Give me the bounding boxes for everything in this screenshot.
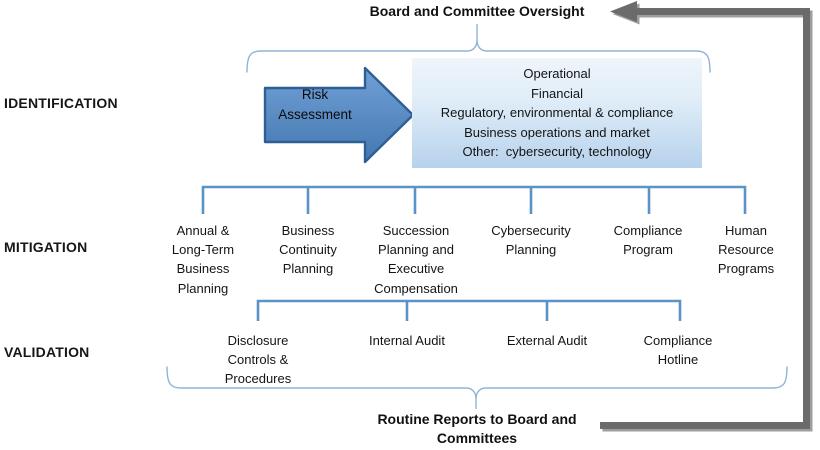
section-label-validation: VALIDATION <box>4 344 90 360</box>
footer-caption: Routine Reports to Board and Committees <box>377 411 577 446</box>
risk-category: Other: cybersecurity, technology <box>462 144 652 160</box>
risk-categories-box: Operational Financial Regulatory, enviro… <box>412 58 702 168</box>
validation-item: Disclosure Controls & Procedures <box>224 333 292 387</box>
validation-connector <box>256 299 682 321</box>
mitigation-item: Succession Planning and Executive Compen… <box>374 223 458 296</box>
risk-category: Business operations and market <box>464 124 650 140</box>
risk-category: Regulatory, environmental & compliance <box>440 105 674 121</box>
validation-item: Internal Audit <box>369 333 445 348</box>
page-title: Board and Committee Oversight <box>369 3 585 19</box>
risk-assessment-arrow-label: Risk Assessment <box>278 87 352 122</box>
mitigation-item: Business Continuity Planning <box>279 223 337 277</box>
validation-item: External Audit <box>506 333 588 348</box>
mitigation-connector <box>201 185 747 214</box>
mitigation-item: Human Resource Programs <box>717 223 775 277</box>
mitigation-item: Cybersecurity Planning <box>491 223 571 258</box>
section-label-mitigation: MITIGATION <box>4 239 88 255</box>
mitigation-item: Annual & Long-Term Business Planning <box>171 223 235 296</box>
mitigation-item: Compliance Program <box>613 223 683 258</box>
risk-assessment-arrow <box>263 66 415 164</box>
bottom-brace <box>166 366 788 409</box>
section-label-identification: IDENTIFICATION <box>4 95 118 111</box>
risk-category: Financial <box>530 85 584 101</box>
risk-category: Operational <box>523 66 591 82</box>
top-brace <box>246 24 711 73</box>
validation-item: Compliance Hotline <box>643 333 713 368</box>
